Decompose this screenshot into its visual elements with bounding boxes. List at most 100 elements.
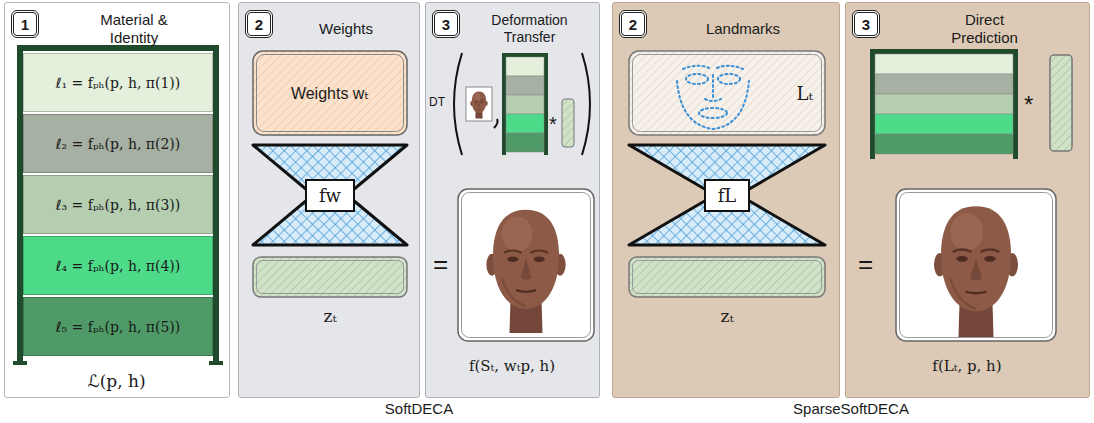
node-text: Deformation Transfer [466, 12, 594, 46]
path-part [582, 53, 590, 155]
operator-symbol: * [1024, 91, 1033, 119]
text-slot: 3 [855, 13, 877, 35]
rect-part [458, 189, 594, 341]
rect-part [875, 74, 1013, 94]
use-part [934, 206, 1018, 337]
text-slot: zₜ [629, 301, 825, 331]
landmarks-box: Lₜ [629, 51, 825, 135]
text-slot: ℒ(p, h) [5, 367, 228, 395]
rect-part [506, 76, 544, 95]
rect-part [633, 261, 822, 294]
node-text: ℓ₄ = fₚₕ(p, h, π(4)) [56, 258, 181, 274]
rect-part [896, 189, 1056, 341]
text-slot: Weights [277, 7, 415, 51]
node-text: fw [305, 179, 355, 212]
rect-part [506, 133, 544, 152]
rect-part [13, 361, 27, 365]
layer-band: ℓ₂ = fₚₕ(p, h, π(2)) [23, 114, 213, 173]
path-part [253, 145, 407, 245]
node-text: zₜ [720, 306, 733, 326]
path-part [629, 145, 825, 245]
rect-part [900, 193, 1053, 338]
step-badge: 2 [619, 10, 647, 38]
path-part [683, 66, 709, 69]
node-formula: f(Sₜ, wₜp, h) [469, 357, 555, 375]
panel: Material & Identityℒ(p, h) 1 ℓ₁ = fₚₕ(p, h… [4, 2, 230, 398]
path-part [677, 81, 749, 129]
rect-part [629, 51, 825, 135]
ellipse-part [686, 74, 708, 84]
rect-part [257, 261, 404, 294]
rect-part [562, 99, 574, 147]
node-text: zₜ [323, 306, 336, 326]
text-slot: ℓ₄ = fₚₕ(p, h, π(4)) [24, 237, 212, 294]
path-part [705, 99, 721, 101]
rect-part [506, 57, 544, 76]
label-slot: = [433, 249, 448, 280]
node-text: 1 [21, 16, 29, 33]
label-slot: * [1024, 91, 1033, 119]
rect-part [544, 53, 548, 155]
node-text: ℓ₅ = fₚₕ(p, h, π(5)) [56, 319, 181, 335]
latent-bar: zₜ [629, 257, 825, 335]
transfer-illustration [426, 3, 601, 399]
rect-part [253, 257, 407, 297]
path-part [454, 53, 462, 155]
panel: Direct Prediction f(Lₜ, p, h) 3 * = [845, 2, 1090, 398]
node-text: ℓ₃ = fₚₕ(p, h, π(3)) [56, 197, 181, 213]
text-slot: f(Sₜ, wₜp, h) [426, 351, 598, 381]
node-text: ℓ₂ = fₚₕ(p, h, π(2)) [56, 136, 181, 152]
panel: Landmarks 2Lₜ fL zₜ [612, 2, 840, 398]
text-slot: 2 [622, 13, 644, 35]
text-slot: Landmarks [651, 7, 835, 51]
label-slot: SparseSoftDECA [751, 400, 951, 417]
text-slot: 2 [248, 13, 270, 35]
encoder-hourglass: fL [629, 145, 825, 245]
node-text: Material & Identity [79, 11, 189, 47]
rect-part [875, 114, 1013, 134]
ellipse-part [718, 74, 740, 84]
node-text: ℓ₁ = fₚₕ(p, h, π(1)) [56, 75, 181, 91]
operator-label: DT [429, 95, 445, 109]
rect-part [870, 49, 1018, 54]
path-part [712, 75, 714, 97]
text-slot: Material & Identity [43, 7, 225, 51]
operator-symbol: * [549, 113, 557, 136]
text-slot: Weights wₜ [253, 51, 407, 135]
text-slot: fL [629, 145, 825, 245]
label-slot: SoftDECA [319, 400, 519, 417]
layer-band: ℓ₃ = fₚₕ(p, h, π(3)) [23, 175, 213, 234]
rect-part [870, 49, 875, 159]
rect-part [629, 257, 825, 297]
text-slot: fw [253, 145, 407, 245]
node-text: 3 [862, 16, 870, 33]
rect-part [257, 55, 404, 132]
g-part [677, 66, 749, 129]
rect-part [1050, 55, 1072, 151]
rect-part [253, 51, 407, 135]
text-slot: Direct Prediction [884, 7, 1085, 51]
operator-symbol: = [858, 249, 873, 280]
rect-part [875, 134, 1013, 154]
step-badge: 2 [245, 10, 273, 38]
node-text: 2 [255, 16, 263, 33]
node-formula: f(Lₜ, p, h) [932, 357, 1001, 375]
text-slot: ℓ₃ = fₚₕ(p, h, π(3)) [24, 176, 212, 233]
node-text: Direct Prediction [930, 11, 1040, 47]
rect-part [506, 95, 544, 114]
group-label: SparseSoftDECA [751, 400, 951, 417]
panel: Deformation Transfer f(Sₜ, wₜp, h) 3DT * = [425, 2, 600, 398]
latent-bar: zₜ [253, 257, 407, 335]
text-slot: ℓ₂ = fₚₕ(p, h, π(2)) [24, 115, 212, 172]
panel: Weights 2Weights wₜ fw zₜ [238, 2, 420, 398]
rect-part [1013, 49, 1018, 159]
layer-band: ℓ₁ = fₚₕ(p, h, π(1)) [23, 53, 213, 112]
label-slot: * [549, 113, 557, 136]
text-slot: f(Lₜ, p, h) [846, 351, 1088, 381]
node-text: Landmarks [706, 20, 780, 38]
operator-symbol: = [433, 249, 448, 280]
ellipse-part [699, 108, 727, 118]
node-text: 3 [442, 16, 450, 33]
text-slot: zₜ [253, 301, 407, 331]
node-text: fL [704, 179, 751, 212]
